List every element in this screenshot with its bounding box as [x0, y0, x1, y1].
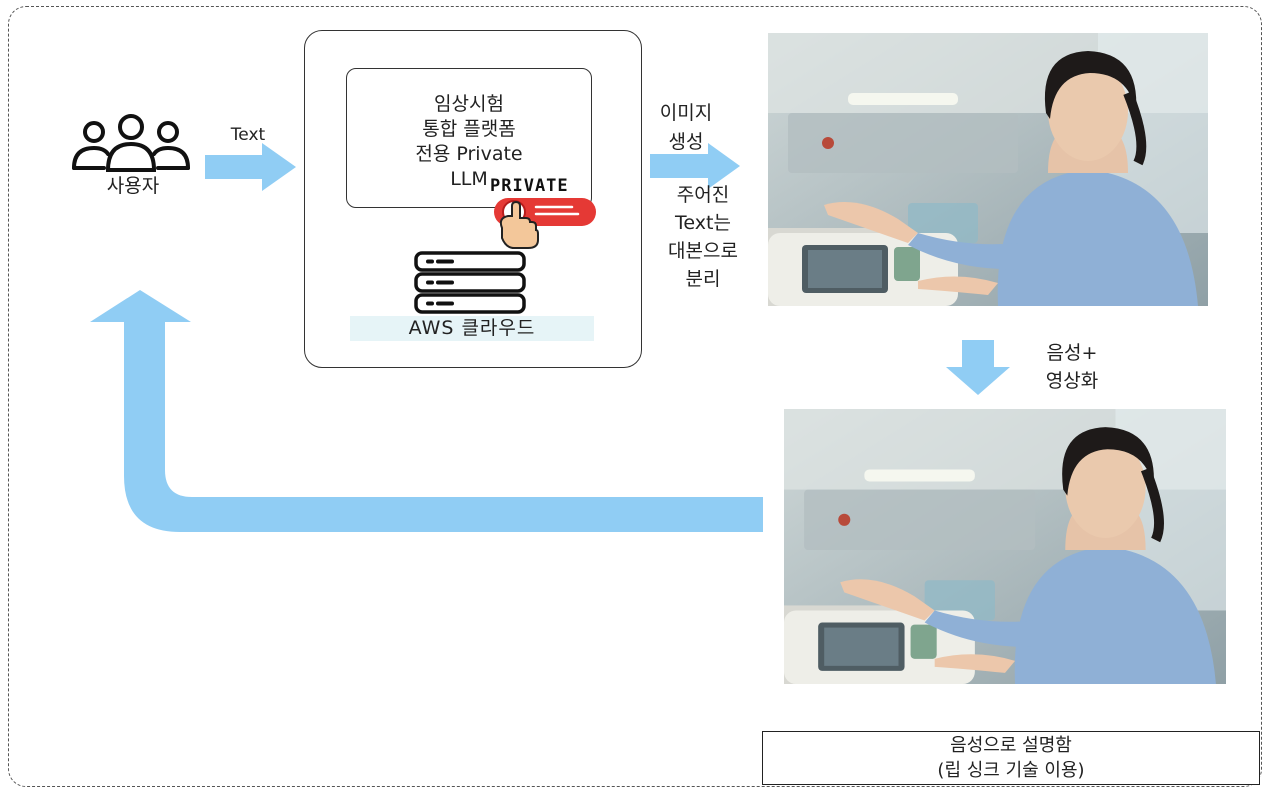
arrow-text-label: Text — [230, 125, 266, 145]
caption-text: 음성으로 설명함 (립 싱크 기술 이용) — [937, 735, 1085, 781]
users-icon — [72, 114, 190, 172]
script-split-label: 주어진 Text는 대본으로 분리 — [668, 184, 738, 290]
generated-presenter-image — [768, 33, 1208, 306]
server-icon — [414, 251, 526, 314]
voice-video-label: 음성+ 영상화 — [1045, 342, 1099, 392]
caption-box — [762, 731, 1260, 785]
aws-cloud-label: AWS 클라우드 — [350, 316, 594, 341]
user-label: 사용자 — [106, 175, 160, 197]
arrow-llm-to-image — [650, 143, 740, 189]
arrow-image-to-video — [946, 340, 1010, 395]
image-generation-label: 이미지 생성 — [659, 102, 713, 153]
private-button-icon — [494, 198, 596, 249]
lip-sync-video-image — [784, 409, 1226, 684]
diagram-frame — [8, 6, 1262, 787]
llm-box — [346, 68, 592, 208]
arrow-return-to-user — [90, 290, 763, 532]
llm-title: 임상시험 통합 플랫폼 전용 Private LLM — [415, 93, 523, 190]
private-badge-label: PRIVATE — [490, 176, 569, 196]
arrow-user-to-llm — [205, 143, 296, 191]
